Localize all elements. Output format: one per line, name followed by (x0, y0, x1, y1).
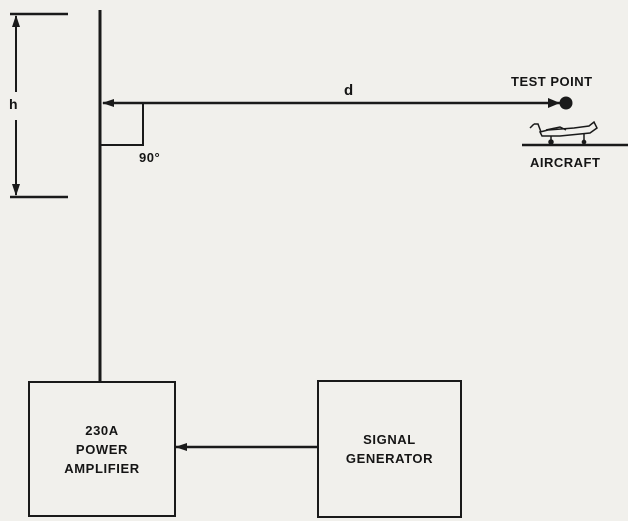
test-point-dot (559, 96, 573, 110)
angle-label: 90° (139, 150, 161, 165)
signal-generator-block: SIGNAL GENERATOR (317, 380, 462, 518)
power-amplifier-line-2: POWER (75, 441, 129, 457)
power-amplifier-line-3: AMPLIFIER (64, 460, 140, 476)
distance-arrow-right-head (548, 98, 560, 108)
signal-generator-text: SIGNAL GENERATOR (346, 430, 433, 468)
aircraft-label: AIRCRAFT (530, 155, 601, 170)
power-amplifier-text: 230A POWER AMPLIFIER (64, 421, 139, 478)
height-label: h (9, 96, 19, 112)
power-amplifier-block: 230A POWER AMPLIFIER (28, 381, 176, 517)
aircraft-icon (529, 120, 598, 145)
test-point-label: TEST POINT (511, 74, 593, 89)
signal-generator-line-1: SIGNAL (363, 432, 416, 447)
signal-generator-line-2: GENERATOR (345, 451, 434, 466)
power-amplifier-line-1: 230A (85, 422, 119, 438)
distance-label: d (344, 82, 354, 99)
right-angle-marker (100, 103, 144, 146)
